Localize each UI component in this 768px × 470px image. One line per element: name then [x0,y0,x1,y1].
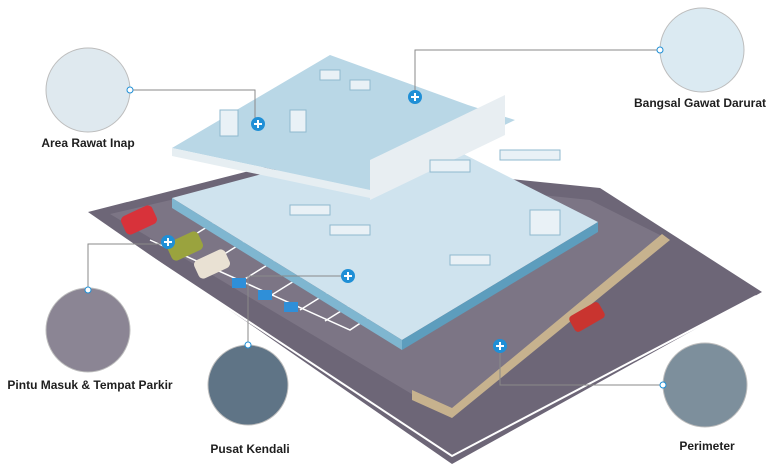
location-markers [161,90,507,353]
boundary-wall [412,234,670,418]
accessible-parking-icons [232,278,298,312]
road-edge-line [91,217,757,458]
callout-circles [45,7,748,428]
lower-floor-edge-right [402,222,598,350]
label-bangsal-gawat-darurat: Bangsal Gawat Darurat [633,96,767,110]
plus-marker-icon [341,269,355,283]
white-car [194,249,230,279]
inpatient-thumbnail [45,47,131,133]
plus-marker-icon [161,235,175,249]
plus-marker-icon [408,90,422,104]
emergency-ward-thumbnail [659,7,745,93]
furniture [219,69,561,266]
label-pusat-kendali: Pusat Kendali [210,442,290,456]
ambulance [569,302,605,332]
partition-wall [370,95,505,200]
red-car [121,205,157,235]
plus-marker-icon [493,339,507,353]
label-perimeter: Perimeter [679,439,735,453]
plus-marker-icon [251,117,265,131]
lower-floor-edge [172,198,402,350]
label-area-rawat-inap: Area Rawat Inap [41,136,135,150]
green-car [167,231,203,261]
control-center-thumbnail [207,344,289,426]
parking-thumbnail [45,287,131,373]
callout-lines [87,49,663,386]
label-pintu-masuk: Pintu Masuk & Tempat Parkir [7,378,173,392]
perimeter-thumbnail [662,342,748,428]
upper-floor-edge [172,148,370,198]
building-lower-floor [172,132,598,340]
